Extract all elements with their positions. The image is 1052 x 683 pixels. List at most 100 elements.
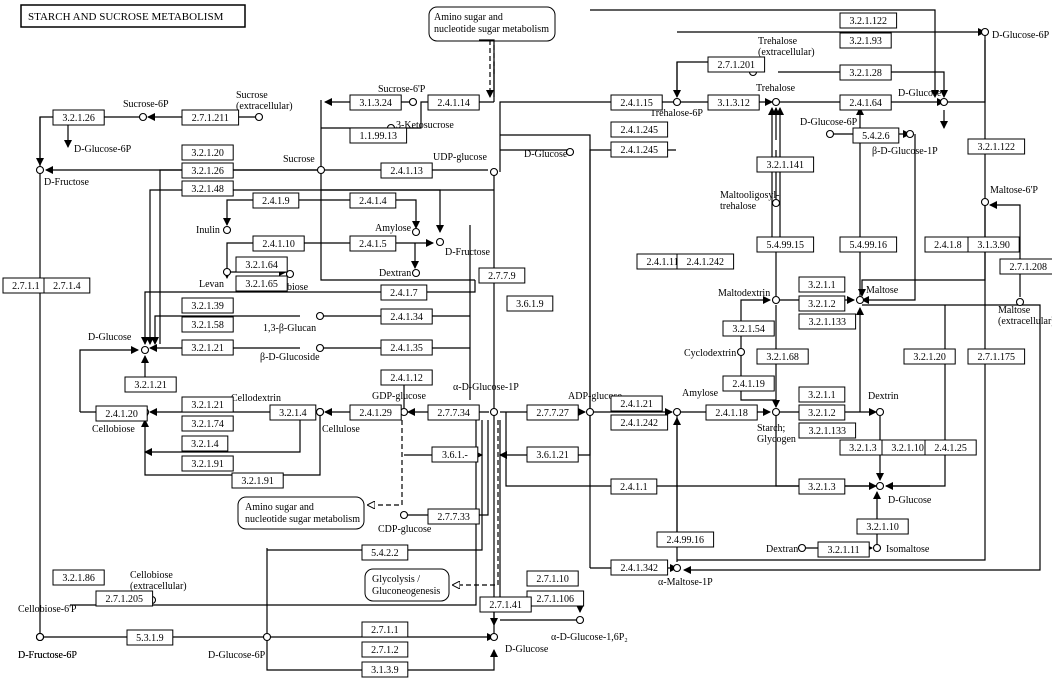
- enzyme-box-5-4-2-2[interactable]: 5.4.2.2: [361, 544, 409, 561]
- compound-node-maltodextrin[interactable]: [771, 295, 781, 305]
- compound-node-udp-glucose[interactable]: [489, 167, 499, 177]
- compound-node-d-glucose[interactable]: [939, 97, 949, 107]
- enzyme-box-3-2-1-133[interactable]: 3.2.1.133: [798, 313, 857, 330]
- enzyme-box-3-2-1-26[interactable]: 3.2.1.26: [52, 109, 105, 126]
- compound-node-maltose[interactable]: [855, 295, 865, 305]
- enzyme-box-3-2-1-122[interactable]: 3.2.1.122: [967, 138, 1026, 155]
- enzyme-box-2-4-1-14[interactable]: 2.4.1.14: [427, 94, 480, 111]
- compound-node-d-glucose-6p[interactable]: [825, 129, 835, 139]
- compound-node-cyclodextrin[interactable]: [736, 347, 746, 357]
- enzyme-box-5-4-2-6[interactable]: 5.4.2.6: [852, 127, 900, 144]
- enzyme-box-2-4-1-245[interactable]: 2.4.1.245: [610, 121, 669, 138]
- enzyme-box-2-4-1-21[interactable]: 2.4.1.21: [610, 395, 663, 412]
- enzyme-box-2-4-1-19[interactable]: 2.4.1.19: [722, 375, 775, 392]
- enzyme-box-2-7-1-1[interactable]: 2.7.1.1: [361, 621, 409, 638]
- compound-node-inulin[interactable]: [222, 225, 232, 235]
- compound-node-dextran[interactable]: [797, 543, 807, 553]
- compound-node-d-glucose-1p[interactable]: [489, 407, 499, 417]
- map-box-glycolysis[interactable]: Glycolysis / Gluconeogenesis: [364, 568, 450, 602]
- enzyme-box-2-4-1-4[interactable]: 2.4.1.4: [349, 192, 397, 209]
- enzyme-box-3-2-1-133[interactable]: 3.2.1.133: [798, 422, 857, 439]
- enzyme-box-3-2-1-20[interactable]: 3.2.1.20: [903, 348, 956, 365]
- compound-node-d-glucose-1-6p[interactable]: [575, 615, 585, 625]
- compound-node-isomaltose[interactable]: [872, 543, 882, 553]
- enzyme-box-3-2-1-3[interactable]: 3.2.1.3: [839, 439, 887, 456]
- compound-node-maltose-6-p[interactable]: [980, 197, 990, 207]
- enzyme-box-5-4-99-15[interactable]: 5.4.99.15: [756, 236, 815, 253]
- compound-node-1-3-glucan[interactable]: [315, 311, 325, 321]
- compound-node-d-glucoside[interactable]: [315, 343, 325, 353]
- enzyme-box-2-4-1-35[interactable]: 2.4.1.35: [380, 339, 433, 356]
- enzyme-box-3-2-1-1[interactable]: 3.2.1.1: [798, 276, 846, 293]
- enzyme-box-2-7-7-34[interactable]: 2.7.7.34: [427, 404, 480, 421]
- compound-node-adp-glucose[interactable]: [585, 407, 595, 417]
- compound-node-d-glucose-1p[interactable]: [905, 129, 915, 139]
- enzyme-box-2-4-99-16[interactable]: 2.4.99.16: [656, 531, 715, 548]
- enzyme-box-3-2-1-3[interactable]: 3.2.1.3: [798, 478, 846, 495]
- compound-node-maltose-extracellular[interactable]: [1015, 297, 1025, 307]
- enzyme-box-3-2-1-4[interactable]: 3.2.1.4: [181, 435, 229, 452]
- enzyme-box-3-1-3-12[interactable]: 3.1.3.12: [707, 94, 760, 111]
- enzyme-box-2-4-1-9[interactable]: 2.4.1.9: [252, 192, 300, 209]
- enzyme-box-2-7-7-27[interactable]: 2.7.7.27: [526, 404, 579, 421]
- enzyme-box-2-7-1-1[interactable]: 2.7.1.1: [2, 277, 50, 294]
- enzyme-box-2-7-1-211[interactable]: 2.7.1.211: [181, 109, 240, 126]
- enzyme-box-2-4-1-1[interactable]: 2.4.1.1: [610, 478, 658, 495]
- enzyme-box-3-1-3-24[interactable]: 3.1.3.24: [349, 94, 402, 111]
- enzyme-box-3-2-1-64[interactable]: 3.2.1.64: [235, 256, 288, 273]
- enzyme-box-3-2-1-28[interactable]: 3.2.1.28: [839, 64, 892, 81]
- enzyme-box-5-4-99-16[interactable]: 5.4.99.16: [839, 236, 898, 253]
- enzyme-box-2-4-1-8[interactable]: 2.4.1.8: [924, 236, 972, 253]
- enzyme-box-3-2-1-21[interactable]: 3.2.1.21: [181, 396, 234, 413]
- enzyme-box-3-2-1-2[interactable]: 3.2.1.2: [798, 295, 846, 312]
- enzyme-box-2-7-7-9[interactable]: 2.7.7.9: [478, 267, 526, 284]
- enzyme-box-2-7-1-10[interactable]: 2.7.1.10: [526, 570, 579, 587]
- enzyme-box-2-7-1-4[interactable]: 2.7.1.4: [43, 277, 91, 294]
- compound-node-sucrose-extracellular[interactable]: [254, 112, 264, 122]
- compound-node-sucrose[interactable]: [316, 165, 326, 175]
- enzyme-box-2-4-1-10[interactable]: 2.4.1.10: [252, 235, 305, 252]
- enzyme-box-2-4-1-15[interactable]: 2.4.1.15: [610, 94, 663, 111]
- enzyme-box-3-2-1-48[interactable]: 3.2.1.48: [181, 180, 234, 197]
- enzyme-box-2-4-1-25[interactable]: 2.4.1.25: [924, 439, 977, 456]
- compound-node-d-glucose-6p[interactable]: [980, 27, 990, 37]
- enzyme-box-2-7-1-41[interactable]: 2.7.1.41: [479, 596, 532, 613]
- enzyme-box-3-2-1-4[interactable]: 3.2.1.4: [269, 404, 317, 421]
- enzyme-box-3-2-1-20[interactable]: 3.2.1.20: [181, 144, 234, 161]
- enzyme-box-2-4-1-12[interactable]: 2.4.1.12: [380, 369, 433, 386]
- enzyme-box-3-2-1-21[interactable]: 3.2.1.21: [124, 376, 177, 393]
- enzyme-box-2-4-1-342[interactable]: 2.4.1.342: [610, 559, 669, 576]
- enzyme-box-3-2-1-122[interactable]: 3.2.1.122: [839, 12, 898, 29]
- enzyme-box-2-4-1-34[interactable]: 2.4.1.34: [380, 308, 433, 325]
- enzyme-box-2-4-1-5[interactable]: 2.4.1.5: [349, 235, 397, 252]
- enzyme-box-2-4-1-29[interactable]: 2.4.1.29: [349, 404, 402, 421]
- enzyme-box-3-6-1[interactable]: 3.6.1.-: [431, 446, 479, 463]
- compound-node-sucrose-6-p[interactable]: [408, 97, 418, 107]
- enzyme-box-3-1-3-90[interactable]: 3.1.3.90: [967, 236, 1020, 253]
- enzyme-box-3-2-1-2[interactable]: 3.2.1.2: [798, 404, 846, 421]
- enzyme-box-3-2-1-11[interactable]: 3.2.1.11: [817, 541, 870, 558]
- compound-node-amylose[interactable]: [672, 407, 682, 417]
- compound-node-maltooligosyl-trehalose[interactable]: [771, 198, 781, 208]
- compound-node-amylose[interactable]: [411, 227, 421, 237]
- enzyme-box-2-4-1-245[interactable]: 2.4.1.245: [610, 141, 669, 158]
- compound-node-cellulose[interactable]: [315, 407, 325, 417]
- enzyme-box-3-2-1-91[interactable]: 3.2.1.91: [181, 455, 234, 472]
- enzyme-box-3-6-1-9[interactable]: 3.6.1.9: [506, 295, 554, 312]
- compound-node-d-glucose-6p[interactable]: [262, 632, 272, 642]
- compound-node-d-glucose[interactable]: [565, 147, 575, 157]
- enzyme-box-3-2-1-21[interactable]: 3.2.1.21: [181, 339, 234, 356]
- map-box-amino-top[interactable]: Amino sugar and nucleotide sugar metabol…: [428, 6, 556, 42]
- enzyme-box-2-7-1-208[interactable]: 2.7.1.208: [999, 258, 1052, 275]
- compound-node-trehalose[interactable]: [771, 97, 781, 107]
- enzyme-box-3-2-1-54[interactable]: 3.2.1.54: [722, 320, 775, 337]
- enzyme-box-2-4-1-242[interactable]: 2.4.1.242: [610, 414, 669, 431]
- compound-node-d-glucose[interactable]: [140, 345, 150, 355]
- enzyme-box-3-2-1-10[interactable]: 3.2.1.10: [856, 518, 909, 535]
- enzyme-box-3-2-1-93[interactable]: 3.2.1.93: [839, 32, 892, 49]
- compound-node-cdp-glucose[interactable]: [399, 510, 409, 520]
- enzyme-box-3-1-3-9[interactable]: 3.1.3.9: [361, 661, 409, 678]
- enzyme-box-2-4-1-7[interactable]: 2.4.1.7: [380, 284, 428, 301]
- compound-node-d-glucose[interactable]: [489, 632, 499, 642]
- compound-node-d-fructose[interactable]: [35, 165, 45, 175]
